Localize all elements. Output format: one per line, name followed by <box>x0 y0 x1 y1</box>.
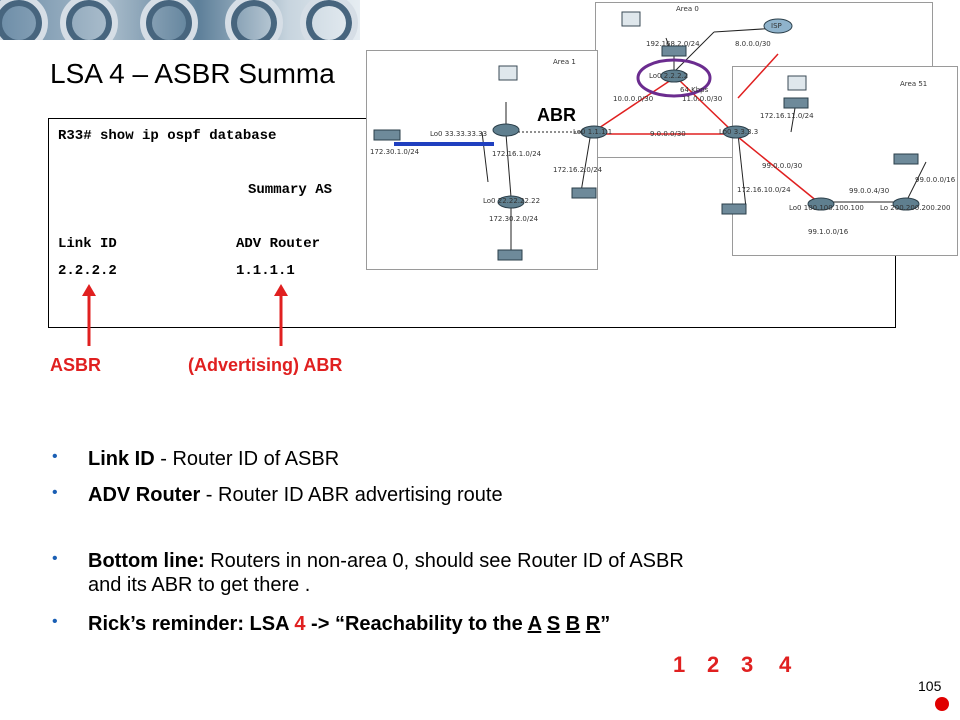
cli-section-heading: Summary AS <box>248 182 333 198</box>
lo-r22-label: Lo0 22.22.22.22 <box>483 197 541 205</box>
switch-area1-left <box>373 129 401 141</box>
switch-area51-top <box>783 97 809 109</box>
net-9-label: 9.0.0.0/30 <box>650 130 686 138</box>
router-r200 <box>892 197 920 211</box>
topology-diagram <box>373 11 927 261</box>
net-99-016-label: 99.0.0.0/16 <box>915 176 956 184</box>
router-r1 <box>580 125 608 139</box>
red-dot-icon <box>935 697 949 711</box>
annotation-arrows <box>82 284 288 346</box>
net-11-label: 11.0.0.0/30 <box>682 95 723 103</box>
area51-panel <box>732 66 958 256</box>
switch-area0 <box>661 45 687 57</box>
lo-r1-label: Lo0 1.1.1.1 <box>573 128 613 136</box>
bullet-dot-icon: • <box>52 613 58 630</box>
kbps-label: 64 Kbps <box>680 86 709 94</box>
lo-r200-label: Lo 200.200.200.200 <box>880 204 951 212</box>
net-99-1-label: 99.1.0.0/16 <box>808 228 849 236</box>
switch-area1-bottom <box>497 249 523 261</box>
net-192-label: 192.168.2.0/24 <box>646 40 700 48</box>
area1-label: Area 1 <box>553 58 576 66</box>
page-number: 105 <box>918 678 942 694</box>
bullet-dot-icon: • <box>52 484 58 501</box>
asbr-highlight-circle <box>636 58 712 98</box>
advertising-abr-label: (Advertising) ABR <box>188 355 343 375</box>
bullet-dot-icon: • <box>52 448 58 465</box>
asbr-label: ASBR <box>50 355 102 375</box>
net-172-16-2-label: 172.16.2.0/24 <box>553 166 603 174</box>
router-r33 <box>492 123 520 137</box>
lo-r2-label: Lo0 2.2.2.2 <box>649 72 689 80</box>
cli-header-adv-router: ADV Router <box>236 236 321 252</box>
area0-label: Area 0 <box>676 5 699 13</box>
net-172-16-11-label: 172.16.11.0/24 <box>760 112 814 120</box>
net-172-30-1-label: 172.30.1.0/24 <box>370 148 420 156</box>
bullet-dot-icon: • <box>52 550 58 567</box>
asbr-arrow <box>82 284 96 346</box>
router-r2 <box>660 69 688 83</box>
net-172-30-2-label: 172.30.2.0/24 <box>489 215 539 223</box>
switch-area51-right <box>893 153 919 165</box>
header-banner-image <box>0 0 360 40</box>
abr-callout-label: ABR <box>537 105 576 125</box>
pc-area0 <box>621 11 641 27</box>
net-172-16-1-label: 172.16.1.0/24 <box>492 150 542 158</box>
abr-arrow <box>274 284 288 346</box>
reminder-number-2: 2 <box>707 652 720 677</box>
router-r3 <box>722 125 750 139</box>
lo-r33-label: Lo0 33.33.33.33 <box>430 130 488 138</box>
cli-header-link-id: Link ID <box>58 236 117 252</box>
cli-command-line: R33# show ip ospf database <box>58 128 277 144</box>
net-99-0-label: 99.0.0.0/30 <box>762 162 803 170</box>
reminder-number-1: 1 <box>673 652 686 677</box>
cli-row-link-id: 2.2.2.2 <box>58 263 117 279</box>
reminder-number-3: 3 <box>741 652 754 677</box>
net-10-label: 10.0.0.0/30 <box>613 95 654 103</box>
pc-area51 <box>787 75 807 91</box>
net-99-04-label: 99.0.0.4/30 <box>849 187 890 195</box>
area1-panel <box>366 50 598 270</box>
reminder-number-4: 4 <box>779 652 792 677</box>
cli-row-adv-router: 1.1.1.1 <box>236 263 295 279</box>
net-8-label: 8.0.0.0/30 <box>735 40 771 48</box>
router-r100 <box>807 197 835 211</box>
slide-title: LSA 4 – ASBR Summa <box>50 58 335 89</box>
isp-cloud-router <box>763 18 793 34</box>
area51-label: Area 51 <box>900 80 928 88</box>
switch-area1-mid <box>571 187 597 199</box>
pc-area1 <box>498 65 518 81</box>
switch-area51-left <box>721 203 747 215</box>
lo-r100-label: Lo0 100.100.100.100 <box>789 204 864 212</box>
router-r22 <box>497 195 525 209</box>
net-172-16-10-label: 172.16.10.0/24 <box>737 186 791 194</box>
lo-r3-label: Lo0 3.3.3.3 <box>719 128 759 136</box>
isp-label: ISP <box>771 22 782 30</box>
